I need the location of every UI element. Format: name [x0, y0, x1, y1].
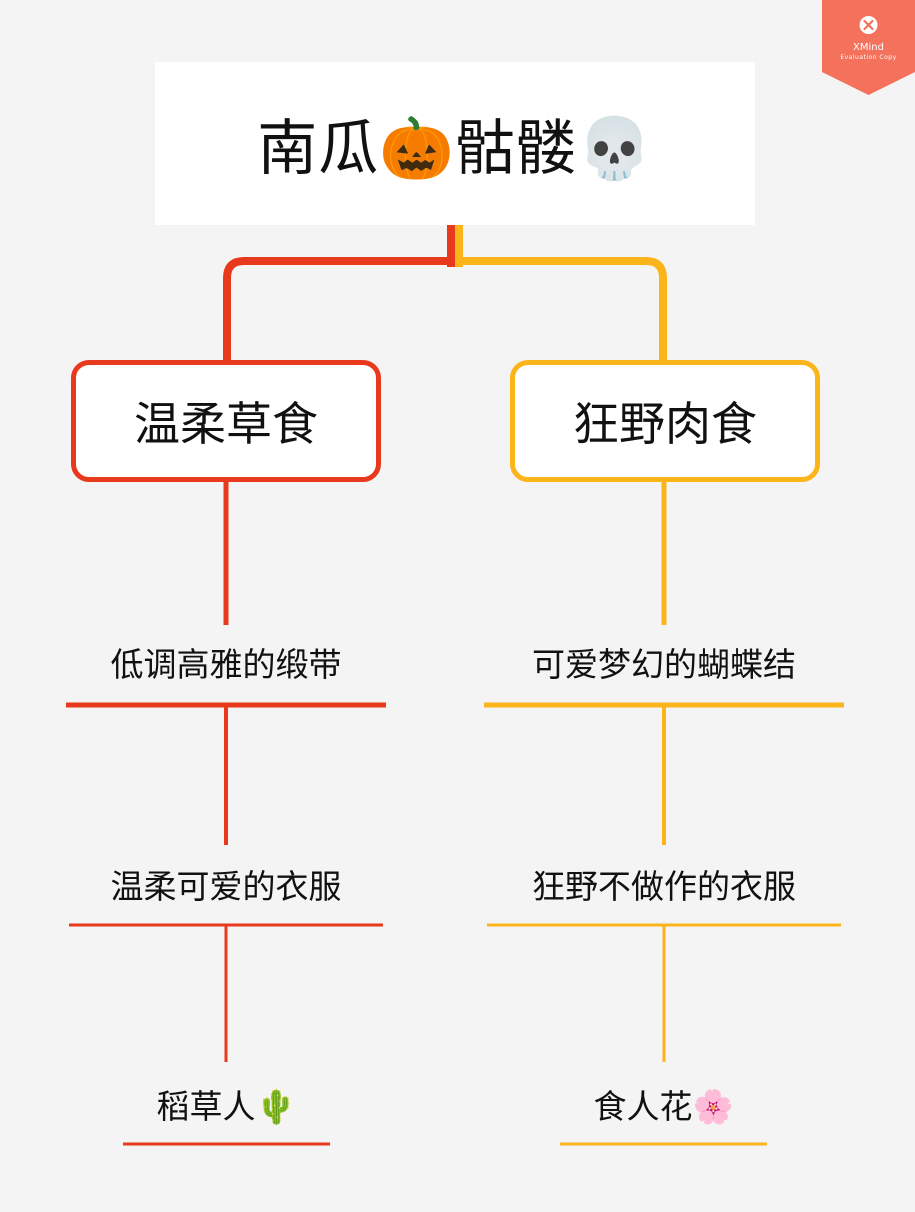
root-stem-left — [447, 225, 455, 267]
subtopic-clothes[interactable]: 温柔可爱的衣服 — [69, 860, 383, 908]
subtopic-label: 低调高雅的缎带 — [110, 645, 342, 684]
xmind-watermark: XMind Evaluation Copy — [822, 0, 915, 95]
subtopic-label: 食人花🌸 — [593, 1087, 734, 1126]
root-topic-label: 南瓜🎃骷髅💀 — [257, 114, 653, 184]
watermark-note: Evaluation Copy — [840, 54, 896, 61]
subtopic-wild-clothes[interactable]: 狂野不做作的衣服 — [487, 860, 841, 908]
root-topic[interactable]: 南瓜🎃骷髅💀 — [155, 62, 755, 225]
root-stem-right — [455, 225, 463, 267]
subtopic-ribbon[interactable]: 低调高雅的缎带 — [66, 638, 386, 686]
branch-label: 温柔草食 — [134, 397, 318, 451]
subtopic-scarecrow[interactable]: 稻草人🌵 — [123, 1080, 330, 1128]
branch-wild-carnivore[interactable]: 狂野肉食 — [510, 360, 820, 482]
subtopic-label: 温柔可爱的衣服 — [110, 867, 342, 906]
subtopic-bow[interactable]: 可爱梦幻的蝴蝶结 — [484, 638, 844, 686]
branch-label: 狂野肉食 — [573, 397, 757, 451]
branch-gentle-herbivore[interactable]: 温柔草食 — [71, 360, 381, 482]
subtopic-label: 稻草人🌵 — [156, 1087, 297, 1126]
watermark-brand: XMind — [853, 42, 884, 53]
subtopic-label: 狂野不做作的衣服 — [532, 867, 796, 906]
right-branch-connector — [459, 257, 667, 360]
subtopic-label: 可爱梦幻的蝴蝶结 — [532, 645, 796, 684]
subtopic-flytrap[interactable]: 食人花🌸 — [560, 1080, 767, 1128]
left-branch-connector — [223, 257, 451, 360]
